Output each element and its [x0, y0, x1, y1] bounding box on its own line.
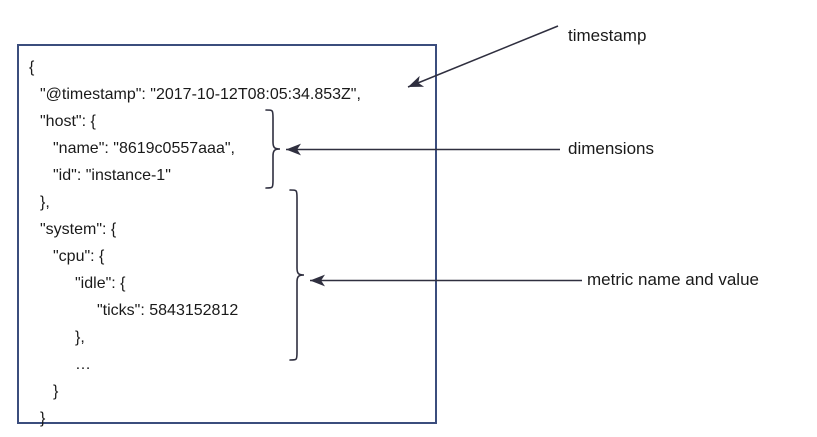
metric-brace: [289, 189, 305, 361]
json-line-idle-close: },: [75, 329, 85, 346]
metric-arrow: [310, 274, 582, 287]
json-document-box: { "@timestamp": "2017-10-12T08:05:34.853…: [17, 44, 437, 427]
annotation-label-metric: metric name and value: [587, 270, 759, 289]
json-line-system-open: "system": {: [40, 221, 117, 238]
json-line-ellipsis: …: [75, 356, 91, 373]
annotation-label-timestamp: timestamp: [568, 26, 647, 45]
json-line: {: [29, 59, 35, 76]
json-line-ticks: "ticks": 5843152812: [97, 302, 239, 319]
json-line-host-close: },: [40, 194, 50, 211]
timestamp-arrow: [407, 25, 559, 88]
json-line-root-close: }: [29, 432, 429, 437]
dimensions-arrow: [286, 143, 560, 156]
json-line-host-name: "name": "8619c0557aaa",: [53, 140, 235, 157]
json-line-idle-open: "idle": {: [75, 275, 126, 292]
json-line-system-close: }: [40, 410, 46, 427]
json-line-host-id: "id": "instance-1": [53, 167, 171, 184]
json-line-host-open: "host": {: [40, 113, 96, 130]
json-line-cpu-close: }: [53, 383, 59, 400]
json-line-timestamp: "@timestamp": "2017-10-12T08:05:34.853Z"…: [40, 86, 361, 103]
dimensions-brace: [265, 109, 281, 189]
json-code-block: { "@timestamp": "2017-10-12T08:05:34.853…: [29, 54, 429, 437]
annotation-label-dimensions: dimensions: [568, 139, 654, 158]
json-line-cpu-open: "cpu": {: [53, 248, 105, 265]
